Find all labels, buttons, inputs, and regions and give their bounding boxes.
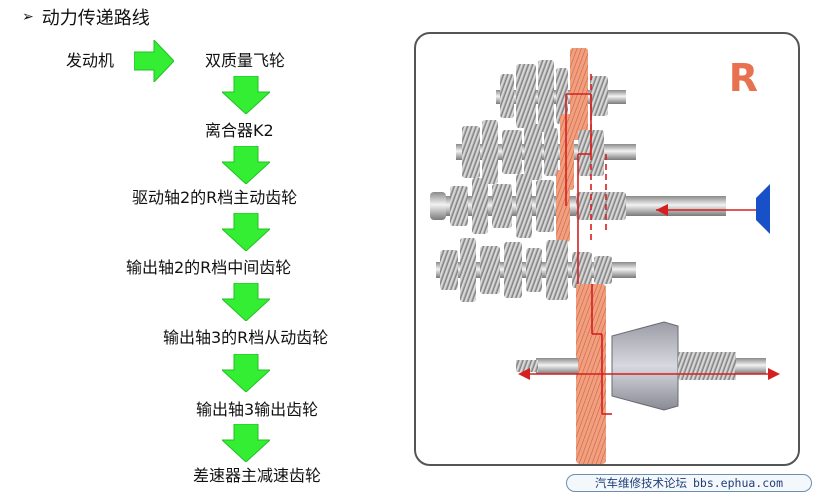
flow-engine-label: 发动机 — [66, 51, 115, 70]
flow-step-label: 驱动轴2的R档主动齿轮 — [132, 188, 298, 207]
reverse-gear-label: R — [728, 56, 758, 100]
flow-clutch-label: 离合器K2 — [205, 121, 274, 140]
title-text: 动力传递路线 — [41, 8, 150, 29]
down-arrow-icon — [222, 213, 270, 251]
down-arrow-icon — [222, 354, 270, 392]
watermark-badge: 汽车维修技术论坛 bbs.ephua.com — [566, 474, 812, 492]
flow-step-label: 输出轴2的R档中间齿轮 — [126, 258, 292, 277]
bullet-arrow-icon: ➢ — [22, 9, 34, 25]
down-arrow-icon — [222, 424, 270, 462]
watermark-name: 汽车维修技术论坛 — [594, 476, 687, 490]
down-arrow-icon — [222, 146, 270, 184]
watermark-url: bbs.ephua.com — [692, 476, 783, 490]
flow-step-label: 输出轴3的R档从动齿轮 — [163, 328, 329, 347]
flow-step-label: 输出轴3输出齿轮 — [196, 400, 319, 419]
flow-step-label: 差速器主减速齿轮 — [193, 466, 322, 485]
down-arrow-icon — [222, 76, 270, 114]
right-arrow-icon — [134, 40, 174, 82]
flow-flywheel-label: 双质量飞轮 — [205, 51, 286, 70]
gearbox-drawing — [430, 48, 780, 464]
input-arrow-icon — [756, 184, 770, 234]
section-title: ➢ 动力传递路线 — [22, 4, 150, 30]
down-arrow-icon — [222, 283, 270, 321]
gearbox-illustration-panel: R — [414, 32, 800, 466]
